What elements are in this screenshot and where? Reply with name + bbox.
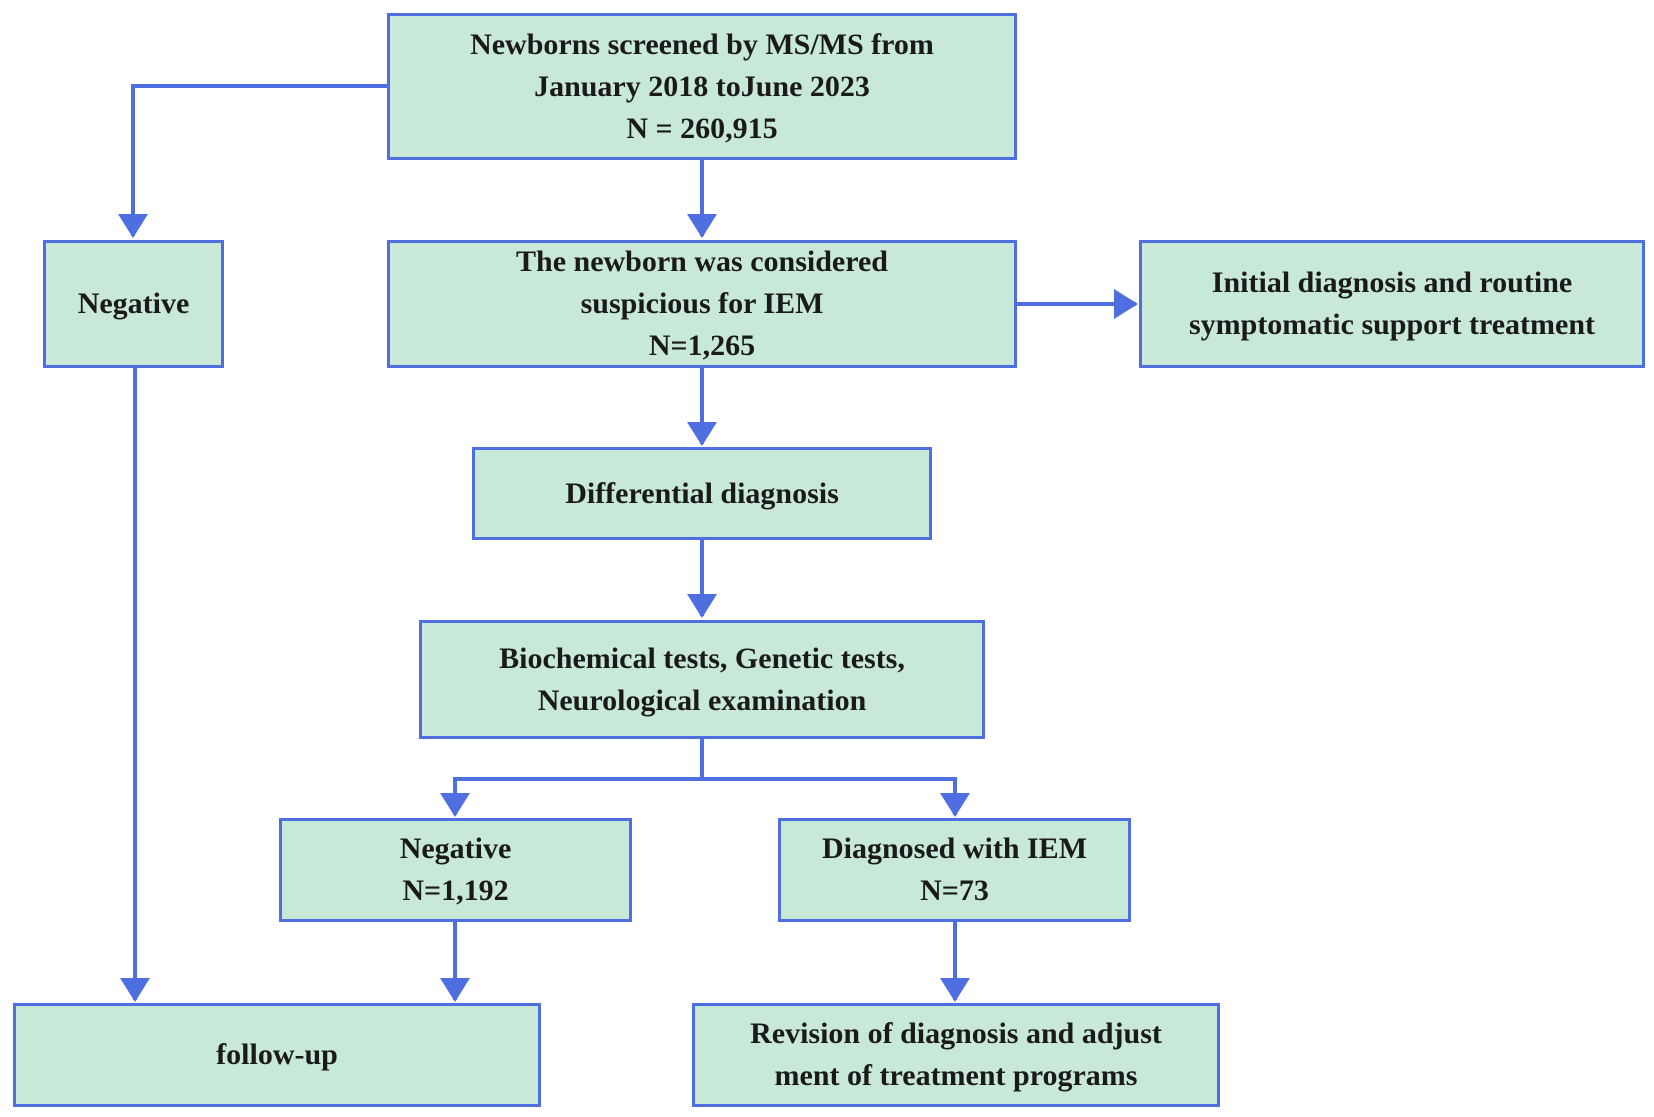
node-revision-line1: Revision of diagnosis and adjust xyxy=(750,1017,1162,1050)
node-tests: Biochemical tests, Genetic tests, Neurol… xyxy=(419,620,985,739)
node-negative-mid-line1: Negative xyxy=(399,832,512,865)
node-followup: follow-up xyxy=(13,1003,541,1107)
arrow-tests-to-diagnosed xyxy=(702,777,970,817)
node-tests-line2: Neurological examination xyxy=(537,683,867,717)
node-screened-line2: January 2018 toJune 2023 xyxy=(534,69,870,103)
node-revision-line2: ment of treatment programs xyxy=(774,1059,1138,1092)
node-screened-line3: N = 260,915 xyxy=(626,111,778,145)
node-negative-mid-line2: N=1,192 xyxy=(402,874,509,907)
node-initial-line2: symptomatic support treatment xyxy=(1188,308,1596,341)
node-negative-left-label: Negative xyxy=(77,287,190,320)
node-suspicious-line3: N=1,265 xyxy=(648,329,756,362)
node-followup-label: follow-up xyxy=(216,1038,338,1071)
node-suspicious: The newborn was considered suspicious fo… xyxy=(387,240,1017,368)
node-negative-left: Negative xyxy=(43,240,224,368)
node-diagnosed: Diagnosed with IEM N=73 xyxy=(778,818,1131,922)
node-suspicious-line1: The newborn was considered xyxy=(516,245,888,278)
node-tests-line1: Biochemical tests, Genetic tests, xyxy=(499,641,905,675)
arrow-tests-split xyxy=(440,738,704,817)
node-initial: Initial diagnosis and routine symptomati… xyxy=(1139,240,1645,368)
node-differential-label: Differential diagnosis xyxy=(565,476,839,510)
node-initial-line1: Initial diagnosis and routine xyxy=(1211,266,1573,299)
node-suspicious-line2: suspicious for IEM xyxy=(580,287,824,320)
node-screened: Newborns screened by MS/MS from January … xyxy=(387,13,1017,160)
node-negative-mid: Negative N=1,192 xyxy=(279,818,632,922)
arrow-screened-to-negative xyxy=(118,84,387,238)
node-revision: Revision of diagnosis and adjust ment of… xyxy=(692,1003,1220,1107)
node-diagnosed-line1: Diagnosed with IEM xyxy=(821,832,1088,865)
node-differential: Differential diagnosis xyxy=(472,447,932,540)
node-diagnosed-line2: N=73 xyxy=(920,874,989,907)
node-screened-line1: Newborns screened by MS/MS from xyxy=(470,27,934,61)
